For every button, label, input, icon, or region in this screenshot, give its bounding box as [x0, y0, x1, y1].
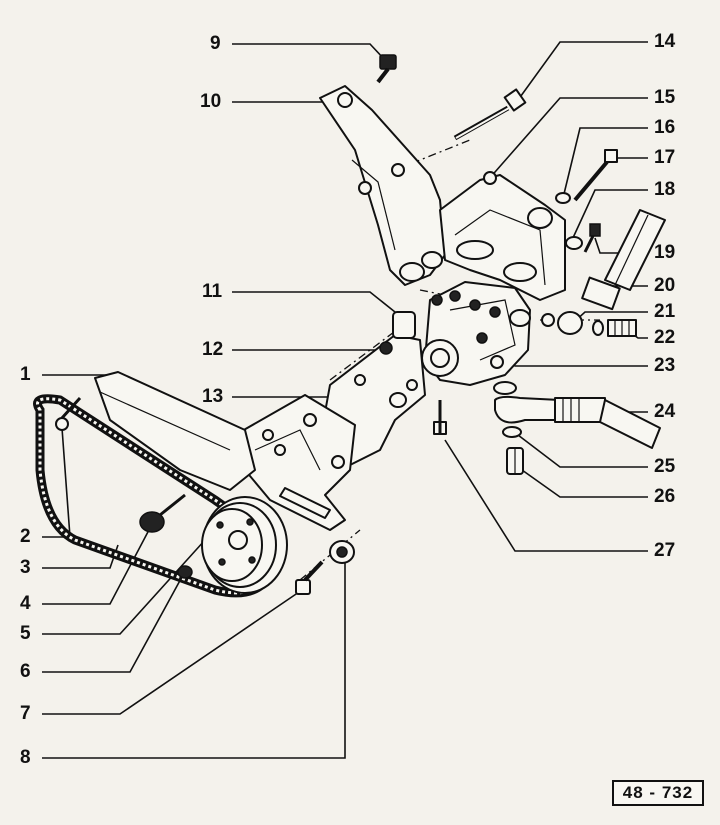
leader-6 [42, 574, 184, 673]
upper-bracket [319, 85, 446, 286]
hardware-16-19 [555, 149, 618, 253]
adjusting-bracket [234, 394, 356, 531]
callout-12: 12 [202, 339, 224, 360]
callout-22: 22 [654, 327, 676, 348]
hose-assembly-lower [493, 381, 661, 475]
pump-body [421, 281, 531, 386]
leader-8 [42, 560, 346, 759]
leader-10 [232, 94, 331, 103]
callout-23: 23 [654, 355, 676, 376]
leader-5 [42, 539, 206, 635]
leader-7 [42, 589, 303, 715]
callout-26: 26 [654, 486, 676, 507]
leader-26 [521, 469, 648, 498]
leader-15 [487, 97, 648, 181]
callout-13: 13 [202, 386, 224, 407]
carrier-bracket [439, 171, 566, 301]
callout-7: 7 [20, 703, 31, 724]
callout-14: 14 [654, 31, 676, 52]
callout-6: 6 [20, 661, 31, 682]
leader-27 [444, 439, 648, 552]
callout-9: 9 [210, 33, 221, 54]
callout-8: 8 [20, 747, 31, 768]
hose-assembly-upper [541, 209, 666, 337]
callout-15: 15 [654, 87, 676, 108]
pulley [201, 496, 288, 594]
callout-21: 21 [654, 301, 676, 322]
callout-11: 11 [202, 281, 223, 302]
leader-18 [571, 189, 648, 241]
belt-guard [94, 371, 256, 491]
callout-24: 24 [654, 401, 676, 422]
callout-18: 18 [654, 179, 676, 200]
hardware-lower [55, 396, 355, 595]
bolt-9 [376, 54, 397, 84]
leader-25 [517, 434, 648, 468]
leader-4 [42, 527, 151, 605]
figure-reference: 48 - 732 [612, 780, 704, 806]
callout-16: 16 [654, 117, 676, 138]
callout-3: 3 [20, 557, 31, 578]
bolt-14 [453, 88, 527, 141]
callout-5: 5 [20, 623, 31, 644]
callout-17: 17 [654, 147, 676, 168]
bolt-27 [433, 400, 447, 435]
callout-2: 2 [20, 526, 31, 547]
callout-19: 19 [654, 242, 676, 263]
leader-14 [517, 41, 648, 101]
callout-25: 25 [654, 456, 676, 477]
callout-4: 4 [20, 593, 31, 614]
leader-9 [232, 43, 386, 61]
leader-16 [562, 127, 648, 199]
callout-10: 10 [200, 91, 222, 112]
leader-11 [232, 291, 396, 313]
callout-1: 1 [20, 364, 31, 385]
callout-20: 20 [654, 275, 676, 296]
callout-27: 27 [654, 540, 676, 561]
leader-23 [504, 359, 648, 367]
